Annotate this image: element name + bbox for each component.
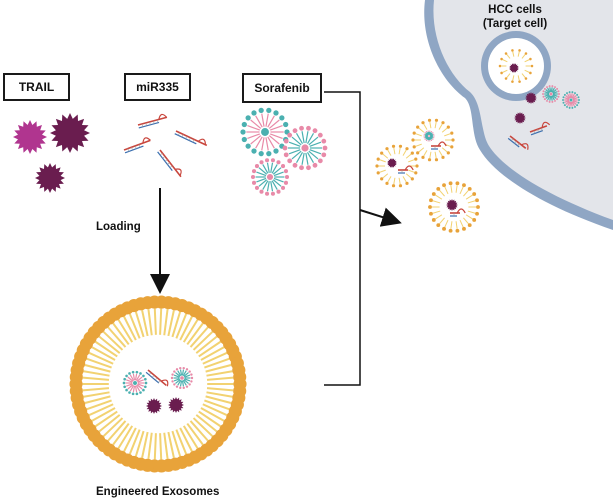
connector-top (324, 91, 361, 386)
released-trail (514, 112, 526, 124)
loading-text: Loading (96, 221, 141, 233)
internal-exosome-body (498, 49, 534, 83)
loaded-sorafenib (122, 370, 148, 396)
trail-protein (13, 120, 47, 154)
trail-protein (35, 163, 65, 193)
mirna-label: miR335 (124, 73, 191, 101)
target-cell-title-line2: (Target cell) (482, 18, 548, 30)
exosome-caption: Engineered Exosomes (96, 486, 220, 498)
mirna-strand (137, 113, 168, 129)
target-cell (424, 0, 613, 230)
sorafenib-micelle (282, 125, 328, 171)
sorafenib-micelle (250, 158, 290, 196)
trail-label: TRAIL (3, 73, 70, 101)
released-mirna (529, 121, 551, 136)
delivery-exosome (411, 118, 455, 162)
trail-label-text: TRAIL (18, 80, 55, 94)
released-mirna (507, 135, 529, 150)
released-trail (525, 92, 537, 104)
delivery-arrow (359, 207, 402, 227)
target-cell-title-line1: HCC cells (488, 4, 542, 16)
loaded-mirna (145, 369, 169, 387)
target-cell-title: HCC cells (Target cell) (468, 3, 562, 31)
mirna-strand (123, 137, 151, 154)
loaded-trail (168, 397, 184, 413)
mirna-strand (157, 149, 182, 178)
released-sorafenib (562, 91, 580, 109)
cell-cytoplasm (433, 0, 613, 220)
internal-exosome (498, 49, 580, 150)
delivery-exosome (375, 144, 419, 188)
engineered-exosome (69, 295, 247, 473)
mirna-strand (174, 130, 208, 147)
sorafenib-micelle (240, 107, 290, 157)
sorafenib-label: Sorafenib (242, 73, 322, 103)
released-sorafenib (542, 85, 560, 103)
mirna-label-text: miR335 (136, 80, 179, 94)
trail-protein (50, 113, 90, 153)
loaded-sorafenib (170, 366, 194, 390)
loaded-trail (146, 398, 162, 414)
delivery-exosome (428, 181, 480, 233)
sorafenib-label-text: Sorafenib (254, 81, 310, 95)
